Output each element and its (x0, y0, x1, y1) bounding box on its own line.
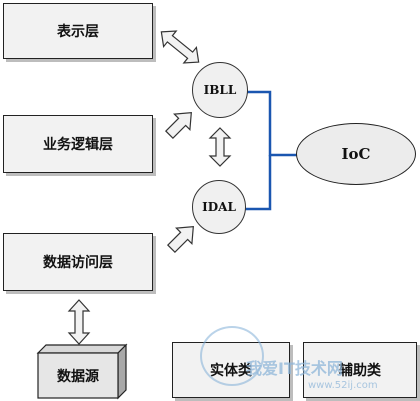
data-access-layer-label: 数据访问层 (43, 255, 113, 271)
ioc-label: IoC (341, 145, 371, 163)
data-source-label-wrap: 数据源 (38, 353, 118, 398)
connector-idal (244, 155, 272, 211)
data-source-label: 数据源 (57, 368, 99, 385)
idal-label: IDAL (202, 200, 236, 214)
presentation-layer-box: 表示层 (3, 3, 153, 59)
business-logic-layer-label: 业务逻辑层 (43, 137, 113, 153)
idal-node: IDAL (192, 180, 246, 234)
connector-ibll (247, 90, 298, 157)
ioc-connectors (244, 90, 298, 211)
watermark-text: 我爱IT技术网 (246, 359, 343, 378)
data-source-front-face (37, 352, 119, 399)
ibll-node: IBLL (192, 62, 248, 118)
helper-class-label: 辅助类 (339, 363, 381, 379)
ibll-label: IBLL (203, 83, 237, 97)
watermark-url: www.52ij.com (308, 380, 378, 391)
helper-class-box: 辅助类 (303, 342, 417, 398)
double-arrow-ibll-idal (208, 127, 232, 167)
data-source-side-face (117, 343, 127, 400)
double-arrow-presentation-ibll (160, 30, 200, 64)
data-source-3d-box (36, 343, 128, 400)
arrow-business-to-ibll (165, 112, 192, 139)
presentation-layer-label: 表示层 (57, 24, 99, 40)
data-source-top-face (36, 344, 128, 354)
data-access-layer-box: 数据访问层 (3, 233, 153, 291)
ioc-node: IoC (296, 123, 416, 185)
watermark-logo (200, 326, 264, 386)
double-arrow-data-access-source (67, 299, 91, 345)
arrow-data-access-to-idal (167, 226, 194, 253)
business-logic-layer-box: 业务逻辑层 (3, 115, 153, 173)
